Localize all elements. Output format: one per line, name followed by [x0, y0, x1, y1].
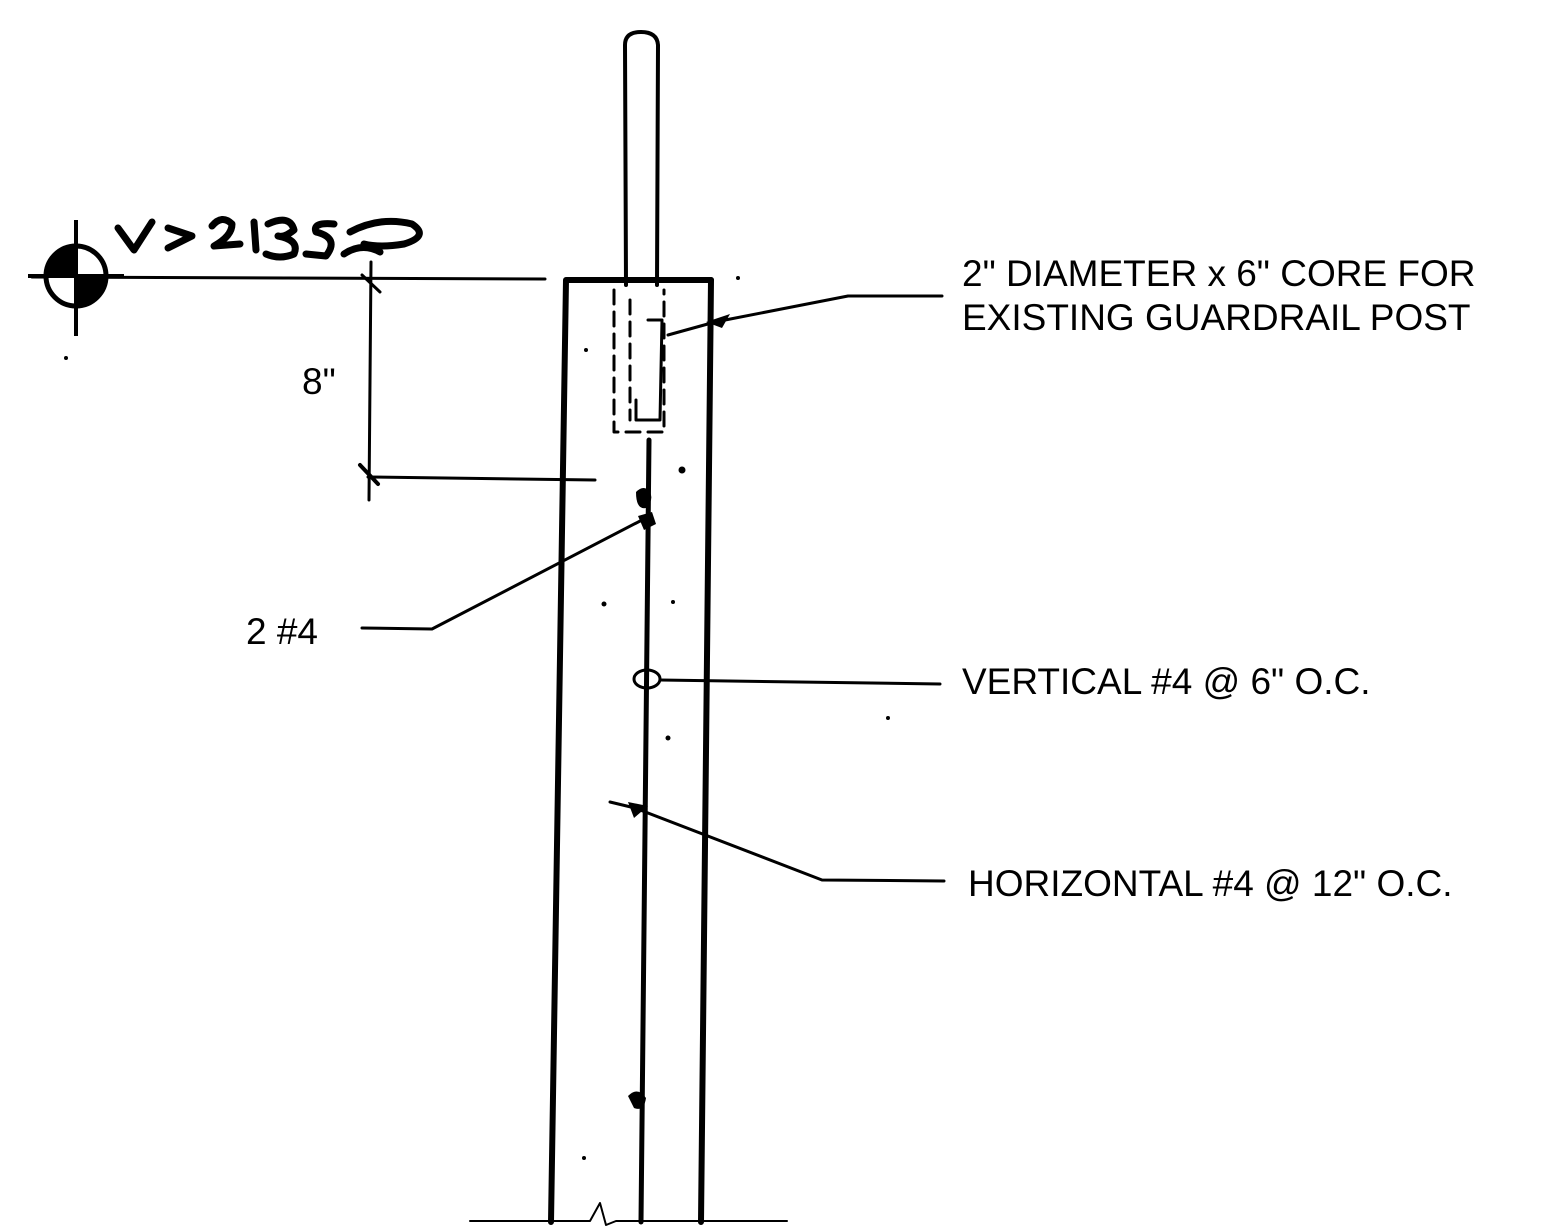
core-note-line-2: EXISTING GUARDRAIL POST — [962, 297, 1471, 338]
vertical-bars-note: VERTICAL #4 @ 6" O.C. — [962, 661, 1371, 702]
core-note: 2" DIAMETER x 6" CORE FOR EXISTING GUARD… — [962, 252, 1476, 340]
dimension-label: 8" — [302, 361, 336, 402]
elevation-note-handwritten — [114, 216, 423, 261]
post-core-hole — [612, 288, 666, 434]
horizontal-arrowhead — [628, 802, 648, 818]
speck-4 — [671, 600, 675, 604]
leader-2no4 — [360, 518, 644, 631]
speck-7 — [886, 716, 890, 720]
rebar-dot-2no4 — [638, 512, 656, 530]
rebar-dot-top — [636, 488, 652, 509]
speck-2 — [601, 601, 607, 607]
elevation-marker-icon — [28, 220, 124, 336]
core-arrowhead — [706, 314, 730, 328]
leader-core — [666, 294, 944, 337]
core-hole-marks — [634, 318, 664, 422]
top-bars-note: 2 #4 — [246, 611, 319, 652]
speck-8 — [64, 356, 68, 360]
core-note-line-1: 2" DIAMETER x 6" CORE FOR — [962, 253, 1476, 294]
leader-vertical — [632, 668, 942, 690]
speck-1 — [678, 466, 686, 474]
speck-3 — [584, 348, 588, 352]
speck-9 — [736, 276, 740, 280]
base-break-line — [469, 1202, 788, 1226]
guardrail-post — [623, 30, 660, 287]
speck-6 — [582, 1156, 586, 1160]
leader-horizontal — [608, 800, 946, 883]
rebar-section-marks — [64, 276, 890, 1160]
vertical-rebar — [638, 437, 652, 1225]
wall-outline — [548, 277, 714, 1225]
horizontal-bars-note: HORIZONTAL #4 @ 12" O.C. — [968, 863, 1453, 904]
rebar-dot-bottom — [628, 1091, 646, 1109]
speck-5 — [665, 735, 671, 741]
dimension-8in — [358, 260, 597, 502]
